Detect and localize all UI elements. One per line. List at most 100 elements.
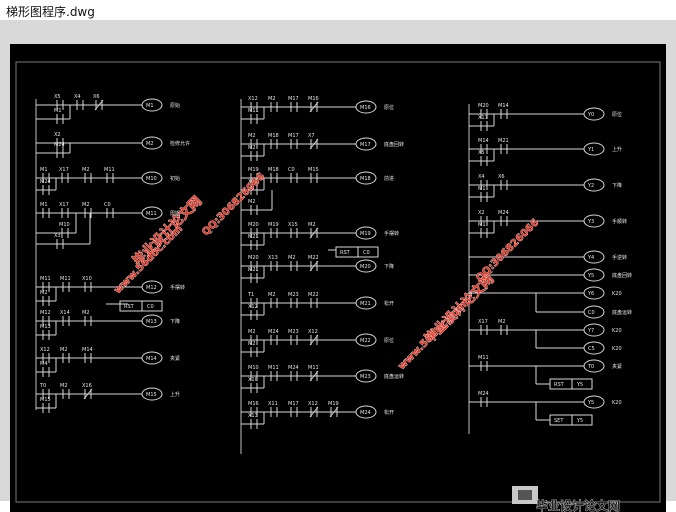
contact: M11 xyxy=(268,365,279,381)
contact: M17 xyxy=(288,96,299,112)
contact-label: M24 xyxy=(40,179,51,185)
coil: M16 xyxy=(355,100,377,114)
contact: M14 xyxy=(478,138,489,154)
rung-comment: 检修允许 xyxy=(170,140,190,147)
contact: M20 xyxy=(248,222,259,238)
contact-label: X2 xyxy=(54,132,61,138)
contact-label: M16 xyxy=(248,401,259,407)
contact: X12 xyxy=(248,304,258,320)
instruction-box: RST Y5 xyxy=(549,378,593,390)
contact: X17 xyxy=(59,202,69,218)
contact-label: M2 xyxy=(498,319,506,325)
contact: M16 xyxy=(248,401,259,417)
coil: Y0 xyxy=(583,107,605,121)
coil-label: M15 xyxy=(146,392,157,398)
coil: M1 xyxy=(141,98,163,112)
window-title: 梯形图程序.dwg xyxy=(6,5,95,19)
rung-comment: 前进 xyxy=(384,175,394,182)
rung-comment: 上升 xyxy=(170,391,180,398)
contact-label: X17 xyxy=(59,167,69,173)
rung-comment: 周期 xyxy=(170,211,180,217)
contact: M23 xyxy=(288,292,299,308)
contact: M11 xyxy=(60,276,71,292)
contact-label: X10 xyxy=(248,179,258,185)
contact-label: M22 xyxy=(308,292,319,298)
coil: M12 xyxy=(141,280,163,294)
coil: M17 xyxy=(355,137,377,151)
coil: Y5 xyxy=(583,268,605,282)
rung-comment: 原位 xyxy=(612,111,622,118)
watermark-text: 毕业设计论文网 xyxy=(130,193,206,269)
contact: M21 xyxy=(498,138,509,154)
contact-label: X13 xyxy=(248,413,258,419)
coil: M19 xyxy=(355,226,377,240)
coil-label: M2 xyxy=(146,141,154,147)
contact: X5 xyxy=(54,94,64,110)
coil-label: Y5 xyxy=(587,400,594,406)
contact: X14 xyxy=(60,310,70,326)
contact: X6 xyxy=(93,94,104,111)
contact: C0 xyxy=(288,167,298,183)
contact-label: M19 xyxy=(328,401,339,407)
contact-label: M4 xyxy=(40,361,48,367)
contact: M24 xyxy=(498,210,509,226)
coil: Y5 xyxy=(583,395,605,409)
contact: M14 xyxy=(498,103,509,119)
svg-text:C0: C0 xyxy=(363,250,370,256)
rung-comment: 手顺转 xyxy=(612,218,627,225)
contact-label: M2 xyxy=(82,167,90,173)
contact-label: X17 xyxy=(59,202,69,208)
contact: X5 xyxy=(478,150,488,166)
coil: Y3 xyxy=(583,214,605,228)
rung-comment: 下降 xyxy=(384,263,394,270)
rung-comment: 底盘回转 xyxy=(612,272,632,279)
contact-label: M19 xyxy=(268,222,279,228)
contact: X13 xyxy=(268,255,278,271)
contact: M1 xyxy=(478,222,488,238)
contact-label: M2 xyxy=(248,329,256,335)
contact: M24 xyxy=(288,365,299,381)
contact-label: M2 xyxy=(268,292,276,298)
rung-comment: 松开 xyxy=(384,300,394,307)
contact-label: X4 xyxy=(478,174,485,180)
contact-label: X12 xyxy=(248,304,258,310)
contact-label: X14 xyxy=(60,310,70,316)
contact-label: X11 xyxy=(268,401,278,407)
contact-label: X12 xyxy=(248,96,258,102)
svg-text:RST: RST xyxy=(554,382,565,388)
contact: M22 xyxy=(308,255,319,272)
coil: C5 xyxy=(583,341,605,355)
rung-comment: 松开 xyxy=(384,409,394,416)
svg-text:Y5: Y5 xyxy=(576,382,583,388)
rung-comment: 底盘运转 xyxy=(384,373,404,380)
contact-label: M2 xyxy=(82,310,90,316)
contact-label: M11 xyxy=(308,365,319,371)
coil: M10 xyxy=(141,171,163,185)
coil-label: Y6 xyxy=(587,291,594,297)
contact-label: M24 xyxy=(268,329,279,335)
svg-text:RST: RST xyxy=(124,304,135,310)
coil: M2 xyxy=(141,136,163,150)
coil: M15 xyxy=(141,387,163,401)
contact: M2 xyxy=(248,145,258,161)
contact: M2 xyxy=(82,310,92,326)
contact-label: T0 xyxy=(39,383,46,389)
contact: X11 xyxy=(268,401,278,417)
contact: X3 xyxy=(54,233,64,249)
contact: M17 xyxy=(288,133,299,149)
contact: T1 xyxy=(247,292,258,308)
contact: M2 xyxy=(248,199,258,215)
contact: M24 xyxy=(478,391,489,407)
rung-comment: K20 xyxy=(612,400,622,406)
contact: X10 xyxy=(82,276,92,292)
coil-label: M16 xyxy=(360,105,371,111)
coil-label: M12 xyxy=(146,285,157,291)
contact: X6 xyxy=(498,174,508,190)
contact-label: M13 xyxy=(40,324,51,330)
coil-label: C0 xyxy=(588,310,595,316)
contact-label: M2 xyxy=(40,290,48,296)
